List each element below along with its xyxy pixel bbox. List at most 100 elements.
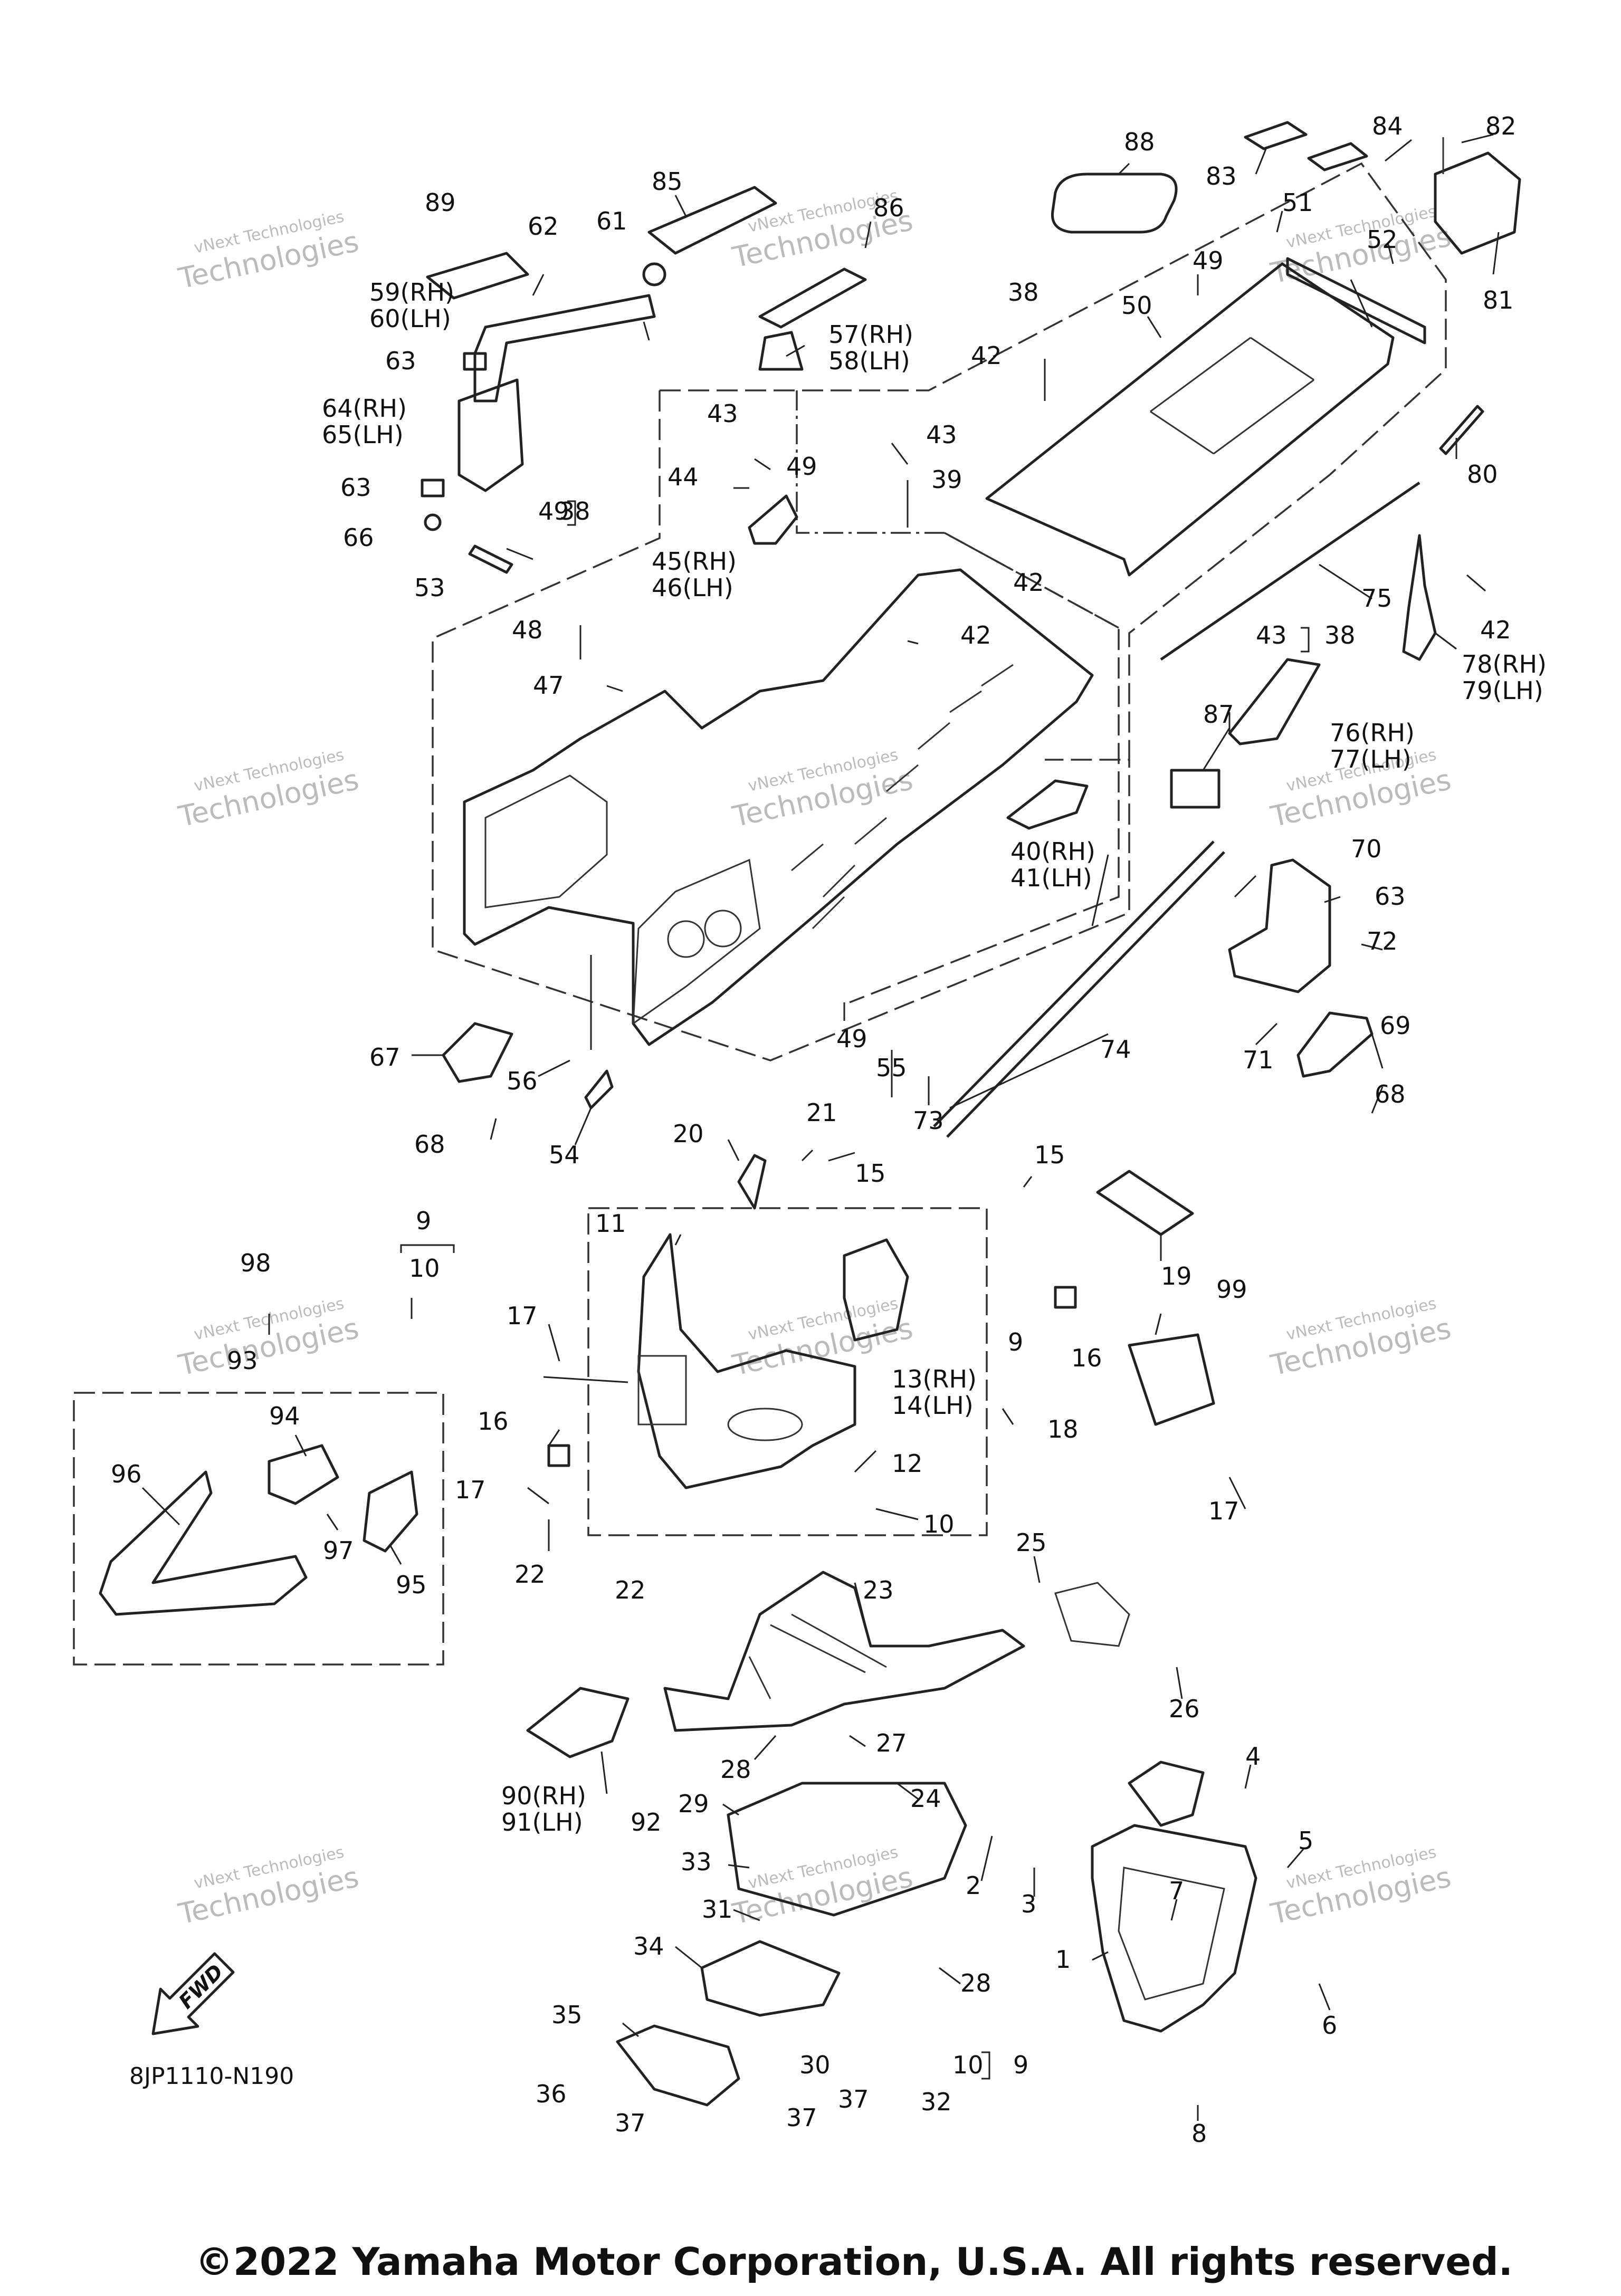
part-61-nut [642,262,666,286]
callout-17-a: 17 [507,1302,538,1330]
frame-left-bulkhead [484,774,608,908]
callout-96: 96 [111,1460,142,1488]
callout-12: 12 [892,1449,923,1478]
callout-3: 3 [1021,1890,1036,1918]
callout-92: 92 [631,1808,662,1836]
callout-15-b: 15 [1034,1141,1065,1169]
callout-22-b: 22 [615,1576,646,1604]
callout-43-b: 43 [707,399,738,428]
callout-89: 89 [425,188,456,217]
callout-73: 73 [913,1106,944,1135]
callout-13: 13(RH) [892,1365,977,1393]
callout-75: 75 [1361,584,1393,613]
callout-9-box93: 9 [416,1207,431,1235]
callout-9-bottom: 9 [1013,2051,1028,2079]
callout-52: 52 [1367,225,1398,254]
callout-38-a: 38 [1008,278,1039,307]
callout-8: 8 [1191,2119,1207,2148]
callout-55: 55 [876,1054,907,1082]
callout-9-box9: 9 [1008,1328,1023,1356]
callout-21: 21 [806,1098,837,1127]
diagram-code: 8JP1110-N190 [129,2063,294,2090]
callout-70: 70 [1351,835,1382,863]
bracket-9-10-top [400,1244,455,1253]
callout-38-c: 38 [1324,621,1356,649]
callout-69: 69 [1380,1011,1411,1040]
callout-61: 61 [596,207,627,235]
callout-6: 6 [1322,2011,1337,2040]
part-76-bracket [1228,658,1321,745]
callout-10-bottom: 10 [952,2051,984,2079]
part-63-clip-a [463,352,487,371]
callout-91: 91(LH) [501,1808,583,1836]
callout-49-c: 49 [538,497,569,525]
callout-90: 90(RH) [501,1782,586,1810]
bumper-inner [1118,1867,1225,2001]
callout-16-b: 16 [478,1407,509,1436]
callout-68-b: 68 [1375,1080,1406,1108]
part-83-label [1244,121,1308,150]
part-69-step [1296,1011,1374,1078]
part-88-pad [1051,173,1178,234]
callout-42-b: 42 [960,621,991,649]
part-23-front-frame [663,1571,1025,1732]
callout-45: 45(RH) [652,547,737,576]
callout-10-box9: 10 [923,1510,955,1538]
callout-49-b: 49 [786,452,817,481]
callout-18: 18 [1047,1415,1079,1443]
callout-labels: 1 2 3 4 5 6 7 8 9 9 9 10 10 10 11 12 13(… [111,112,1547,2148]
callout-65: 65(LH) [322,420,404,449]
callout-94: 94 [269,1402,300,1430]
part-57-bellow [758,331,804,371]
leader-lines [141,133,1500,2121]
callout-31: 31 [702,1895,733,1924]
callout-77: 77(LH) [1330,745,1412,773]
callout-28-b: 28 [960,1969,991,1997]
part-59-grab-rail [473,294,656,403]
part-16-block-b [547,1444,570,1467]
callout-10-top: 10 [409,1254,440,1283]
part-94-bracket [268,1444,339,1505]
part-40-plate [1006,779,1089,830]
callout-27: 27 [876,1729,907,1757]
callout-51: 51 [1282,188,1313,217]
boundary-39 [432,390,1130,1061]
callout-88: 88 [1124,128,1155,156]
frame-left-side-panel [632,858,761,1025]
callout-1: 1 [1055,1945,1071,1974]
callout-24: 24 [910,1784,941,1813]
part-16-block-a [1054,1286,1077,1309]
callout-72: 72 [1367,927,1398,955]
part-29-skid-plate [727,1782,967,1917]
callout-26: 26 [1169,1695,1200,1723]
callout-43-a: 43 [926,420,957,449]
copyright-notice: ©2022 Yamaha Motor Corporation, U.S.A. A… [195,2240,1513,2284]
part-95-plate [363,1470,418,1553]
part-66-bolt [424,513,442,531]
callout-47: 47 [533,671,564,700]
callout-7: 7 [1169,1877,1184,1905]
callout-44: 44 [668,463,699,491]
part-9-nose-bulkhead [637,1233,856,1489]
callout-39: 39 [931,465,962,494]
callout-78: 78(RH) [1462,650,1547,678]
callout-74: 74 [1100,1035,1131,1064]
callout-37-a: 37 [615,2109,646,2137]
part-85-strip [647,186,777,255]
callout-62: 62 [528,212,559,241]
callout-85: 85 [652,167,683,196]
callout-87: 87 [1203,700,1234,729]
callout-50: 50 [1121,291,1152,320]
callout-36: 36 [536,2080,567,2108]
callout-95: 95 [396,1571,427,1599]
boundary-38 [660,162,1447,761]
callout-22-a: 22 [514,1560,546,1589]
callout-37-c: 37 [838,2085,869,2113]
callout-84: 84 [1372,112,1403,140]
callout-67: 67 [369,1043,401,1072]
callout-14: 14(LH) [892,1391,974,1420]
part-53-strip [468,544,513,574]
part-80-strip [1439,405,1484,455]
part-99-plate [1128,1333,1215,1426]
